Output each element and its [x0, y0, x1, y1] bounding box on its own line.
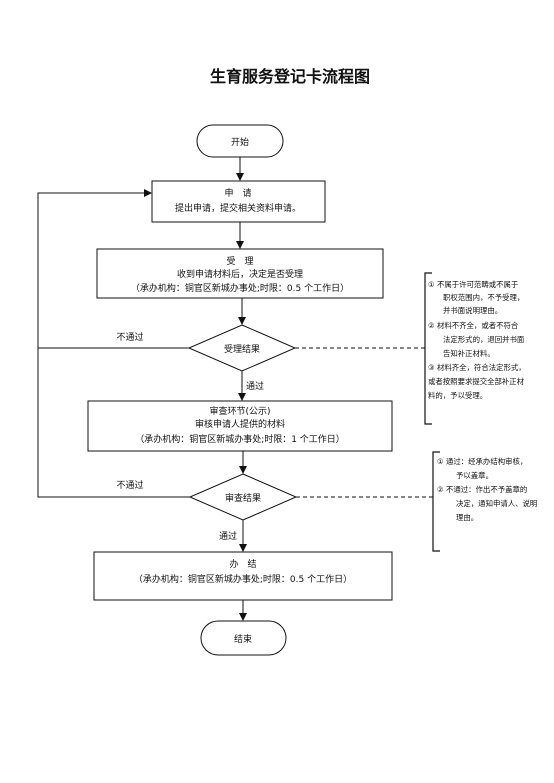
accept-node: 受 理 收到申请材料后，决定是否受理 （承办机构：铜官区新城办事处;时限：0.5…: [96, 248, 384, 299]
accept-note-line: 告知补正材料。: [443, 349, 495, 358]
accept-note-line: 职权范围内，不予受理，: [443, 293, 524, 302]
end-label: 结束: [234, 633, 252, 645]
finish-box: [93, 551, 393, 601]
finish-title: 办 结: [229, 558, 256, 570]
accept-result-label: 受理结果: [224, 343, 260, 355]
accept-desc: 收到申请材料后，决定是否受理: [177, 268, 303, 280]
accept-note-line: 并书面说明理由。: [443, 306, 502, 315]
review-note-line: 理由。: [456, 513, 478, 522]
apply-box: [151, 180, 326, 223]
review-title: 审查环节(公示): [209, 405, 270, 417]
finish-node: 办 结 （承办机构：铜官区新城办事处;时限：0.5 个工作日）: [93, 551, 393, 601]
accept-box: [96, 248, 384, 299]
review-notes-bracket: [432, 451, 440, 552]
accept-agency: （承办机构：铜官区新城办事处;时限：0.5 个工作日）: [131, 282, 349, 294]
review-note-line: 决定，通知申请人、说明: [456, 499, 537, 508]
review-agency: （承办机构：铜官区新城办事处;时限：1 个工作日）: [135, 433, 345, 445]
accept-note-line: ② 材料不齐全，或者不符合: [428, 321, 519, 330]
accept-note-line: 法定形式的，退回并书面: [443, 335, 524, 344]
apply-desc: 提出申请，提交相关资料申请。: [175, 202, 301, 214]
start-node: 开始: [196, 124, 284, 158]
finish-agency: （承办机构：铜官区新城办事处;时限：0.5 个工作日）: [134, 573, 352, 585]
review-reject-label: 不通过: [116, 479, 143, 491]
review-note-line: ① 通过：经承办结构审核，: [437, 457, 527, 466]
review-pass-label: 通过: [219, 530, 237, 542]
page-title: 生育服务登记卡流程图: [210, 67, 370, 86]
review-result-label: 审查结果: [225, 492, 261, 504]
accept-notes: ① 不属于许可范畴或不属于 职权范围内，不予受理， 并书面说明理由。 ② 材料不…: [424, 272, 526, 425]
accept-note-line: ① 不属于许可范畴或不属于: [428, 280, 518, 289]
accept-note-line: 或者按照要求提交全部补正材: [428, 377, 525, 386]
accept-pass-label: 通过: [246, 380, 264, 392]
end-node: 结束: [200, 620, 287, 656]
review-result-decision: 审查结果: [188, 473, 298, 521]
accept-note-line: ③ 材料齐全，符合法定形式，: [428, 363, 526, 372]
review-notes: ① 通过：经承办结构审核， 予以盖章。 ② 不通过：作出不予盖章的 决定，通知申…: [432, 451, 537, 552]
accept-reject-label: 不通过: [116, 331, 143, 343]
review-note-line: 予以盖章。: [456, 471, 493, 480]
accept-title: 受 理: [226, 255, 253, 267]
accept-result-decision: 受理结果: [187, 324, 297, 372]
edge-accept-reject-loop: [37, 189, 189, 349]
review-desc: 审核申请人提供的材料: [195, 418, 285, 430]
start-label: 开始: [231, 136, 249, 148]
apply-title: 申 请: [224, 187, 251, 199]
review-note-line: ② 不通过：作出不予盖章的: [437, 485, 527, 494]
edge-review-reject-loop: [37, 348, 190, 498]
review-box: [87, 400, 393, 452]
accept-note-line: 料的，予以受理。: [428, 391, 487, 400]
end-oval: [200, 620, 287, 656]
review-node: 审查环节(公示) 审核申请人提供的材料 （承办机构：铜官区新城办事处;时限：1 …: [87, 400, 393, 452]
accept-notes-bracket: [424, 272, 432, 425]
apply-node: 申 请 提出申请，提交相关资料申请。: [151, 180, 326, 223]
